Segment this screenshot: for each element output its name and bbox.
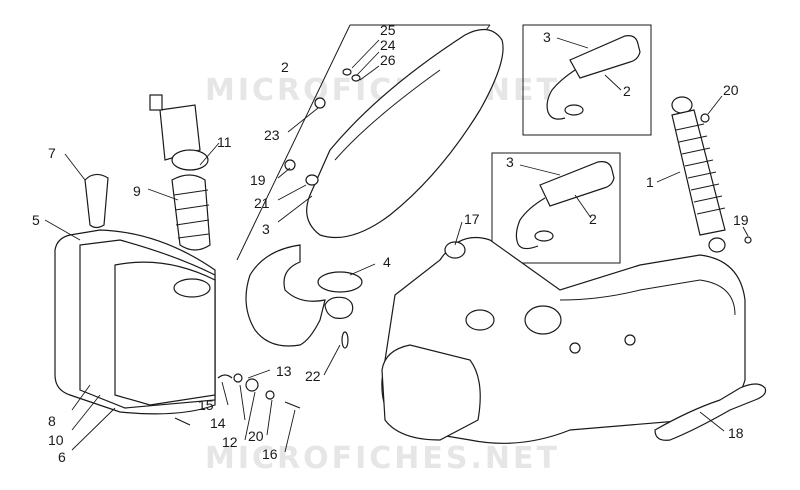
kickstarter-lever — [654, 383, 767, 441]
callout-7: 7 — [48, 145, 56, 161]
callout-23: 23 — [264, 127, 280, 143]
callout-2-middle-inset: 2 — [589, 211, 597, 227]
callout-4: 4 — [383, 254, 391, 270]
callout-3-top-inset: 3 — [543, 29, 551, 45]
watermark-bottom: MICROFICHES.NET — [205, 441, 560, 476]
callout-19-left: 19 — [250, 172, 266, 188]
callout-3-main: 3 — [262, 221, 270, 237]
callout-20-upper: 20 — [723, 82, 739, 98]
callout-15: 15 — [198, 397, 214, 413]
callout-19-right: 19 — [733, 212, 749, 228]
callout-8: 8 — [48, 413, 56, 429]
small-hardware — [174, 373, 301, 426]
callout-labels: 7 9 11 5 8 10 6 15 14 12 20 16 13 22 4 3… — [32, 22, 749, 465]
callout-22: 22 — [305, 368, 321, 384]
callout-16: 16 — [262, 446, 278, 462]
callout-25: 25 — [380, 22, 396, 38]
callout-21: 21 — [254, 195, 270, 211]
air-filter-box — [54, 229, 216, 415]
rear-shock-absorber — [671, 96, 752, 253]
callout-13: 13 — [276, 363, 292, 379]
callout-17: 17 — [464, 211, 480, 227]
callout-18: 18 — [728, 425, 744, 441]
callout-20-lower: 20 — [248, 428, 264, 444]
exhaust-inset-top — [522, 24, 652, 136]
callout-6: 6 — [58, 449, 66, 465]
callout-1: 1 — [646, 174, 654, 190]
callout-24: 24 — [380, 37, 396, 53]
callout-2-top-inset: 2 — [623, 83, 631, 99]
callout-14: 14 — [210, 415, 226, 431]
leader-lines — [44, 37, 749, 453]
callout-10: 10 — [48, 432, 64, 448]
carburettor-assembly — [84, 94, 211, 251]
callout-5: 5 — [32, 212, 40, 228]
callout-11: 11 — [217, 134, 232, 150]
exhaust-muffler — [245, 29, 504, 349]
exhaust-inset-middle — [491, 152, 621, 264]
callout-3-middle-inset: 3 — [506, 154, 514, 170]
engine-block — [381, 236, 746, 444]
callout-26: 26 — [380, 52, 396, 68]
callout-12: 12 — [222, 434, 238, 450]
callout-9: 9 — [133, 183, 141, 199]
callout-2-main: 2 — [281, 59, 289, 75]
